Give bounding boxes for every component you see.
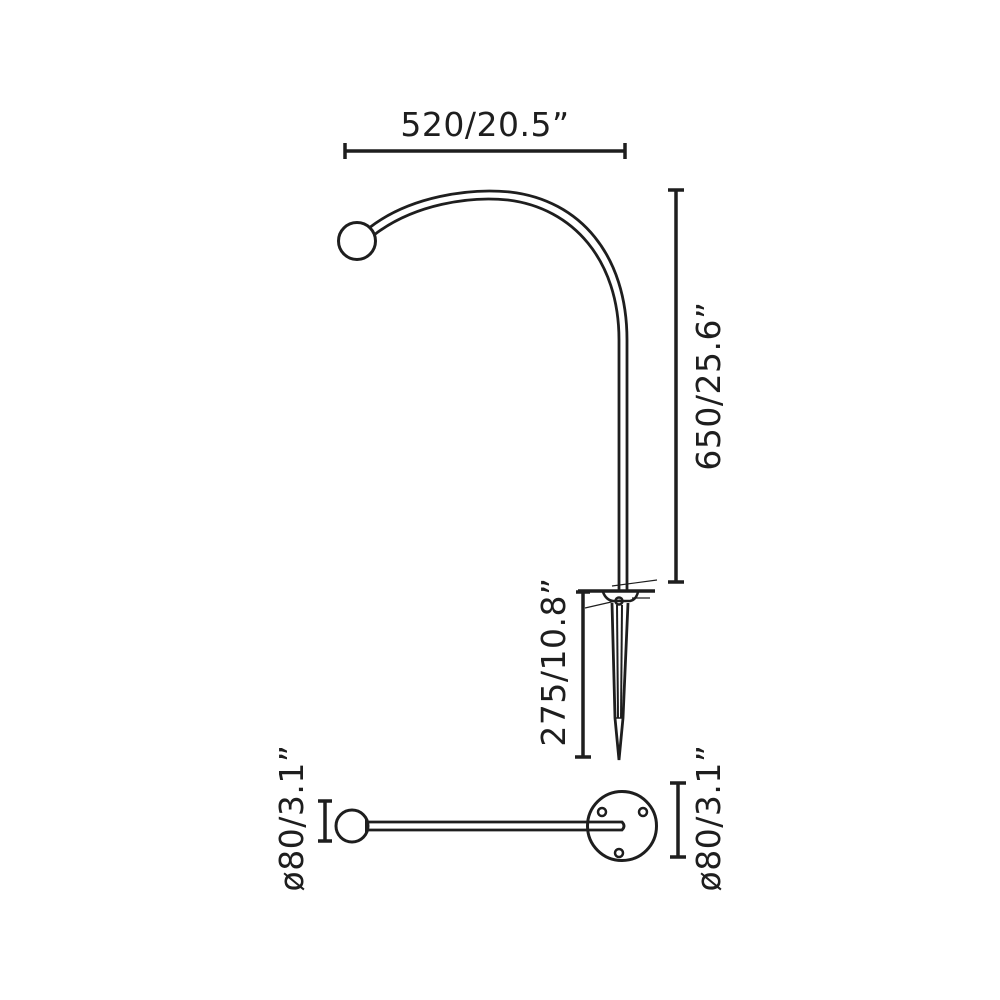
height-dimension-label: 650/25.6” xyxy=(689,301,728,470)
globe-diameter-label: ø80/3.1” xyxy=(272,745,311,892)
ground-spike xyxy=(610,596,630,761)
top-view xyxy=(334,790,658,862)
curved-arm-outer xyxy=(368,189,629,590)
globe-lamp xyxy=(337,221,377,261)
round-base-plate xyxy=(586,790,658,862)
width-dimension-label: 520/20.5” xyxy=(400,105,569,144)
globe-joint xyxy=(365,818,369,834)
mounting-hole-3 xyxy=(613,847,625,859)
width-dimension: 520/20.5” xyxy=(343,105,627,159)
height-dimension: 650/25.6” xyxy=(668,188,728,584)
globe-diameter-dimension: ø80/3.1” xyxy=(272,745,332,892)
curved-arm-inner xyxy=(373,197,621,590)
top-view-globe xyxy=(334,808,370,844)
horizontal-arm xyxy=(368,820,626,832)
base-diameter-label: ø80/3.1” xyxy=(689,745,728,892)
mounting-hole-1 xyxy=(596,806,608,818)
spike-dimension: 275/10.8” xyxy=(534,577,591,759)
side-view xyxy=(337,189,658,761)
spike-dimension-label: 275/10.8” xyxy=(534,577,573,746)
mounting-hole-2 xyxy=(637,806,649,818)
base-diameter-dimension: ø80/3.1” xyxy=(670,745,728,892)
